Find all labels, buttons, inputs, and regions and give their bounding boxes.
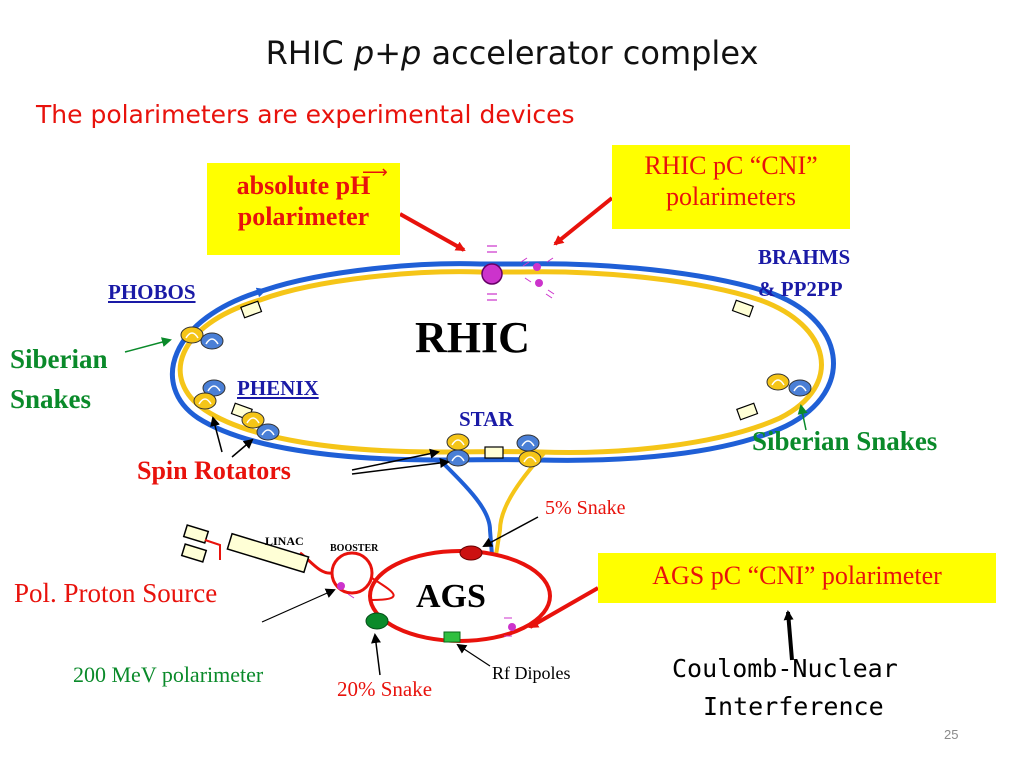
spin-rotators-label: Spin Rotators: [137, 456, 291, 485]
booster-to-ags-line: [371, 577, 395, 601]
rhic-label: RHIC: [415, 313, 530, 362]
ags-cni-polarimeter-box: AGS pC “CNI” polarimeter: [598, 553, 996, 603]
ags-cni-marks: [347, 593, 512, 637]
arrow-siberian-right: [797, 404, 808, 431]
arrow-rotator-1: [210, 416, 223, 453]
arrow-rotator-2: [231, 438, 254, 458]
rotator-star-blue-1: [446, 449, 470, 467]
star-detector: [484, 446, 504, 459]
snake-5pct-label: 5% Snake: [545, 497, 626, 519]
absolute-ph-line1: absolute pH: [236, 171, 371, 200]
arrow-rotator-3: [351, 448, 440, 471]
cni-marks: [520, 257, 555, 299]
ags-cni-text: AGS pC “CNI” polarimeter: [652, 561, 942, 590]
mev200-polarimeter-target: [337, 582, 345, 590]
ags-label: AGS: [416, 578, 486, 615]
rhic-cni-line1: RHIC pC “CNI”: [644, 151, 818, 180]
rotator-phenix-blue: [256, 423, 280, 441]
snake-left-lower-blue: [202, 379, 226, 397]
right-detector: [736, 402, 759, 421]
rotator-star-yellow-2: [518, 450, 542, 468]
booster-label: BOOSTER: [330, 543, 379, 554]
arrow-20pct-snake: [371, 633, 381, 676]
phobos-detector: [240, 300, 263, 319]
rotator-star-blue-2: [516, 434, 540, 452]
snake-right-yellow: [766, 373, 790, 391]
ags-cni-target: [508, 623, 516, 631]
mev200-polarimeter-label: 200 MeV polarimeter: [73, 662, 264, 687]
coulomb-nuclear-label-line2: Interference: [703, 692, 884, 721]
rhic-cni-polarimeter-box: RHIC pC “CNI” polarimeters: [612, 145, 850, 229]
source-block-1: [182, 524, 210, 544]
arrow-ags-cni: [528, 586, 599, 629]
transfer-line-yellow: [494, 450, 547, 556]
rotator-star-yellow-1: [446, 433, 470, 451]
rhic-yellow-ring: [177, 269, 824, 456]
brahms-detector: [731, 299, 754, 318]
siberian-snakes-left-line1: Siberian: [10, 344, 108, 374]
coulomb-nuclear-label-line1: Coulomb-Nuclear: [672, 654, 898, 683]
rf-dipoles-label: Rf Dipoles: [492, 663, 571, 683]
page-title: RHIC p+p accelerator complex: [265, 34, 759, 72]
linac-block: [226, 532, 310, 574]
snake-20pct-label: 20% Snake: [337, 677, 433, 701]
arrow-ph-polarimeter: [399, 212, 466, 252]
arrow-coulomb-nuclear: [783, 610, 794, 661]
pol-proton-source-label: Pol. Proton Source: [14, 578, 218, 608]
arrow-5pct-snake: [482, 516, 539, 547]
vector-arrow-icon: ⟶: [362, 162, 388, 182]
ags-20pct-snake: [365, 612, 389, 630]
rf-dipoles-block: [443, 631, 461, 643]
arrow-siberian-left: [124, 337, 172, 353]
siberian-snakes-left-line2: Snakes: [10, 384, 92, 414]
phenix-label: PHENIX: [237, 376, 319, 400]
arrow-rhic-cni: [553, 196, 614, 246]
ph-polarimeter-jet: [481, 263, 503, 285]
snake-left-upper-yellow: [180, 326, 204, 344]
transfer-line-blue: [438, 458, 494, 556]
snake-right-blue: [788, 379, 812, 397]
absolute-ph-polarimeter-box: absolute pH polarimeter ⟶: [207, 162, 400, 255]
linac-label: LINAC: [265, 534, 304, 548]
absolute-ph-line2: polarimeter: [237, 201, 370, 231]
arrow-200mev: [261, 588, 336, 623]
snake-left-lower-yellow: [193, 392, 217, 410]
cni-target-1: [533, 263, 541, 271]
snake-left-upper-blue: [200, 332, 224, 350]
source-line: [204, 539, 221, 560]
page-number: 25: [944, 727, 959, 742]
rhic-cni-line2: polarimeters: [666, 181, 796, 211]
arrow-rf-dipoles: [456, 643, 491, 667]
cni-target-2: [535, 279, 543, 287]
page-subtitle: The polarimeters are experimental device…: [36, 100, 575, 129]
phobos-label: PHOBOS: [108, 280, 196, 304]
ags-5pct-snake: [459, 545, 483, 561]
arrow-rotator-4: [351, 458, 450, 475]
brahms-label: BRAHMS: [758, 245, 851, 269]
rotator-phenix-yellow: [241, 411, 265, 429]
ph-jet-marks: [487, 245, 497, 301]
pp2pp-label: & PP2PP: [758, 277, 843, 301]
source-block-2: [180, 543, 208, 563]
siberian-snakes-right: Siberian Snakes: [752, 426, 938, 456]
star-label: STAR: [459, 407, 514, 431]
